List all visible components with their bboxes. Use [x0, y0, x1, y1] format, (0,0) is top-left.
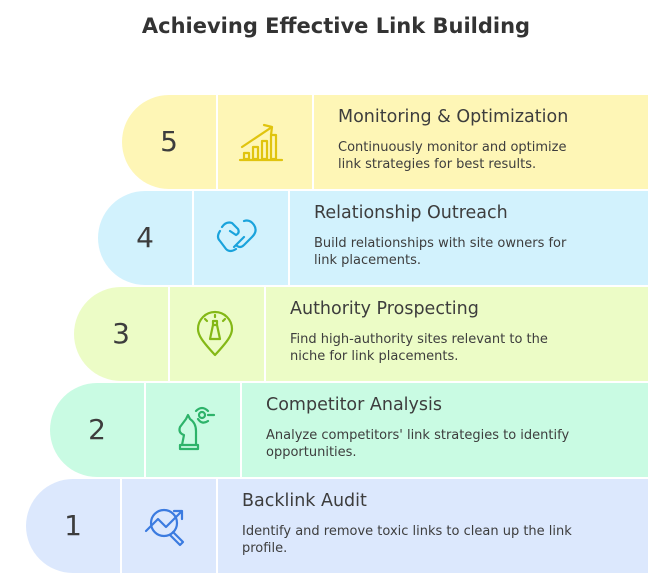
- description-line-1: Continuously monitor and optimize: [338, 140, 567, 155]
- divider: [288, 189, 290, 287]
- chart-growth-icon: [238, 117, 288, 167]
- divider: [216, 477, 218, 575]
- description-line-1: Build relationships with site owners for: [314, 236, 567, 251]
- step-text: Monitoring & Optimization Continuously m…: [338, 107, 638, 173]
- step-heading: Relationship Outreach: [314, 203, 508, 223]
- chess-knight-icon: [166, 405, 216, 455]
- divider: [144, 381, 146, 479]
- step-row-3: 3 Authority Prospecting Find high-author…: [74, 285, 648, 383]
- step-heading: Backlink Audit: [242, 491, 367, 511]
- step-description: Identify and remove toxic links to clean…: [242, 523, 638, 557]
- description-line-1: Find high-authority sites relevant to th…: [290, 332, 548, 347]
- magnifier-trend-icon: [142, 501, 192, 551]
- description-line-1: Analyze competitors' link strategies to …: [266, 428, 570, 443]
- divider: [216, 93, 218, 191]
- divider: [264, 285, 266, 383]
- divider: [240, 381, 242, 479]
- step-text: Backlink Audit Identify and remove toxic…: [242, 491, 638, 557]
- step-heading: Competitor Analysis: [266, 395, 442, 415]
- step-row-2: 2 Competitor Analysis Analyze competitor…: [50, 381, 648, 479]
- step-description: Find high-authority sites relevant to th…: [290, 331, 638, 365]
- divider: [312, 93, 314, 191]
- divider: [192, 189, 194, 287]
- description-line-1: Identify and remove toxic links to clean…: [242, 524, 572, 539]
- description-line-2: niche for link placements.: [290, 349, 459, 364]
- description-line-2: profile.: [242, 541, 288, 556]
- step-text: Relationship Outreach Build relationship…: [314, 203, 638, 269]
- description-line-2: link strategies for best results.: [338, 157, 537, 172]
- description-line-2: link placements.: [314, 253, 422, 268]
- step-description: Analyze competitors' link strategies to …: [266, 427, 638, 461]
- description-line-2: opportunities.: [266, 445, 357, 460]
- divider: [120, 477, 122, 575]
- step-number: 5: [160, 125, 178, 158]
- divider: [168, 285, 170, 383]
- step-number: 2: [88, 413, 106, 446]
- step-row-5: 5 Monitoring & Optimization Continuously…: [122, 93, 648, 191]
- step-heading: Monitoring & Optimization: [338, 107, 569, 127]
- step-text: Competitor Analysis Analyze competitors'…: [266, 395, 638, 461]
- step-text: Authority Prospecting Find high-authorit…: [290, 299, 638, 365]
- step-number: 1: [64, 509, 82, 542]
- step-row-4: 4 Relationship Outreach Build relationsh…: [98, 189, 648, 287]
- step-description: Build relationships with site owners for…: [314, 235, 638, 269]
- handshake-icon: [214, 213, 264, 263]
- location-pin-icon: [190, 309, 240, 359]
- diagram-title: Achieving Effective Link Building: [141, 14, 531, 38]
- step-number: 4: [136, 221, 154, 254]
- step-heading: Authority Prospecting: [290, 299, 479, 319]
- step-number: 3: [112, 317, 130, 350]
- step-description: Continuously monitor and optimize link st…: [338, 139, 638, 173]
- step-row-1: 1 Backlink Audit Identify and remove tox…: [26, 477, 648, 575]
